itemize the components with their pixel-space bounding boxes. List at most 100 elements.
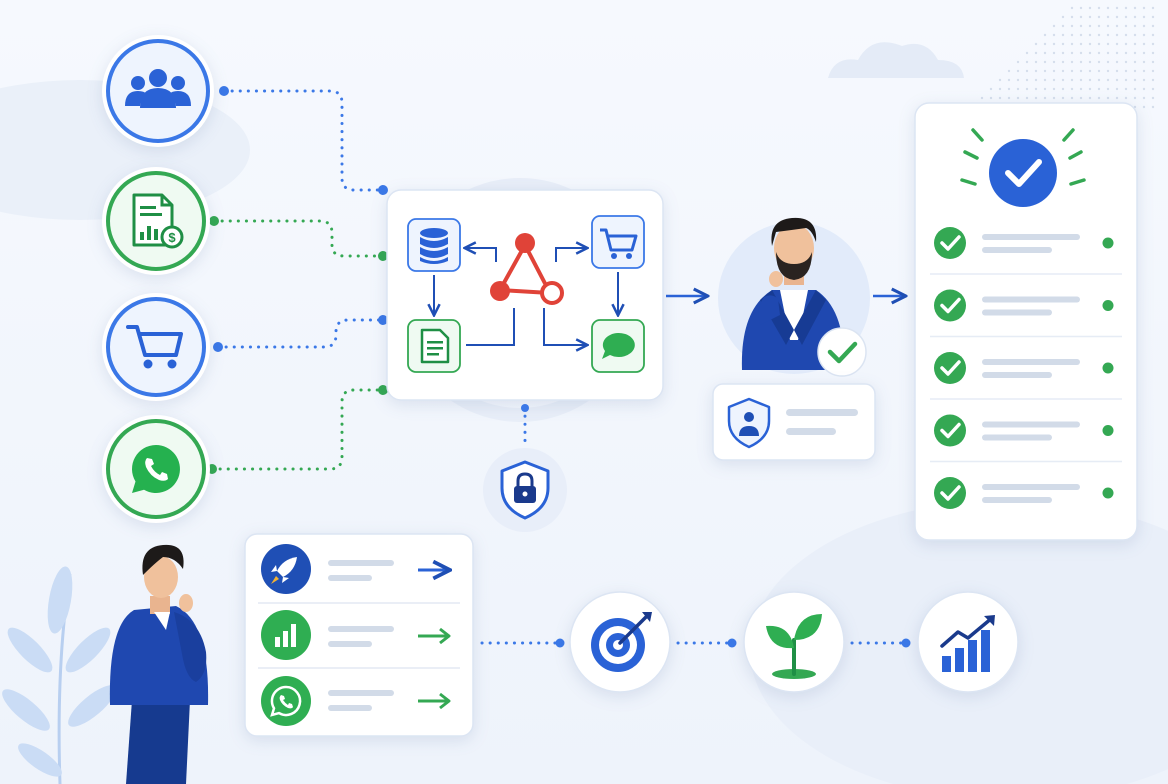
- grid-dot: [1016, 60, 1020, 64]
- grid-dot: [1151, 42, 1155, 46]
- check-icon: [934, 414, 966, 447]
- approved-badge: [817, 327, 867, 377]
- grid-dot: [1088, 24, 1092, 28]
- grid-dot: [1115, 60, 1119, 64]
- grid-dot: [1115, 33, 1119, 37]
- grid-dot: [1124, 15, 1128, 19]
- grid-dot: [1007, 96, 1011, 100]
- check-mark: [940, 360, 961, 376]
- placeholder-line: [982, 372, 1052, 378]
- grid-dot: [1061, 42, 1065, 46]
- sprout-icon: [766, 614, 822, 679]
- grid-dot: [1151, 6, 1155, 10]
- action-whatsapp: [261, 676, 451, 726]
- placeholder-line: [982, 296, 1080, 303]
- grid-dot: [1115, 87, 1119, 91]
- grid-dot: [1151, 24, 1155, 28]
- grid-dot: [1088, 15, 1092, 19]
- checklist-item: [930, 352, 1122, 400]
- grid-dot: [1079, 24, 1083, 28]
- source-users: [102, 35, 214, 147]
- checklist-items: [930, 227, 1122, 509]
- grid-dot: [1106, 51, 1110, 55]
- grid-dot: [1052, 24, 1056, 28]
- grid-dot: [1070, 60, 1074, 64]
- grid-dot: [1025, 96, 1029, 100]
- grid-dot: [1061, 51, 1065, 55]
- grid-dot: [980, 96, 984, 100]
- grid-dot: [1061, 60, 1065, 64]
- action-chart: [261, 610, 451, 660]
- grid-dot: [998, 87, 1002, 91]
- whatsapp-icon: [270, 685, 302, 717]
- grid-dot: [998, 78, 1002, 82]
- grid-dot: [1151, 60, 1155, 64]
- hub-arrows: [434, 248, 618, 345]
- hub-node-database: [407, 218, 461, 272]
- grid-dot: [1115, 42, 1119, 46]
- grid-dot: [1088, 33, 1092, 37]
- grid-dot: [1133, 60, 1137, 64]
- grid-dot: [1097, 96, 1101, 100]
- grid-dot: [1061, 15, 1065, 19]
- grid-dot: [1061, 96, 1065, 100]
- grid-dot: [1061, 87, 1065, 91]
- grid-dot: [1097, 33, 1101, 37]
- check-mark: [940, 422, 961, 439]
- placeholder-line: [982, 309, 1052, 316]
- thinker-figure: [2, 544, 209, 784]
- grid-dot: [1133, 24, 1137, 28]
- grid-dot: [1142, 87, 1146, 91]
- grid-dot: [1097, 51, 1101, 55]
- grid-dot: [1043, 42, 1047, 46]
- grid-dot: [1079, 42, 1083, 46]
- actions-panel: [244, 533, 474, 737]
- grid-dot: [1097, 42, 1101, 46]
- check-icon: [827, 341, 858, 364]
- grid-dot: [1142, 69, 1146, 73]
- hub-node-chat: [591, 319, 645, 373]
- grid-dot: [1079, 87, 1083, 91]
- grid-dot: [1088, 6, 1092, 10]
- grid-dot: [1079, 78, 1083, 82]
- hub-panel: [386, 189, 664, 401]
- grid-dot: [1043, 51, 1047, 55]
- grid-dot: [1088, 96, 1092, 100]
- whatsapp-icon: [131, 445, 180, 493]
- grid-dot: [1034, 60, 1038, 64]
- grid-dot: [1025, 78, 1029, 82]
- grid-dot: [1070, 15, 1074, 19]
- placeholder-line: [982, 234, 1080, 240]
- grid-dot: [1025, 51, 1029, 55]
- placeholder-line: [982, 421, 1080, 428]
- grid-dot: [998, 96, 1002, 100]
- invoice-icon: $: [132, 193, 184, 249]
- svg-text:$: $: [168, 230, 176, 245]
- grid-dot: [1070, 42, 1074, 46]
- grid-dot: [1043, 96, 1047, 100]
- placeholder-line: [982, 484, 1080, 490]
- grid-dot: [1133, 33, 1137, 37]
- grid-dot: [1070, 24, 1074, 28]
- grid-dot: [1061, 78, 1065, 82]
- grid-dot: [1115, 69, 1119, 73]
- grid-dot: [1079, 60, 1083, 64]
- document-icon: [420, 328, 450, 364]
- grid-dot: [1007, 69, 1011, 73]
- security-badge: [483, 448, 567, 532]
- check-mark: [940, 485, 961, 501]
- grid-dot: [1151, 87, 1155, 91]
- grid-dot: [989, 87, 993, 91]
- grid-dot: [1097, 60, 1101, 64]
- grid-dot: [1034, 42, 1038, 46]
- outcome-target: [569, 591, 671, 693]
- dot-grid: [980, 6, 1155, 109]
- grid-dot: [1124, 6, 1128, 10]
- grid-dot: [1016, 78, 1020, 82]
- grid-dot: [1124, 51, 1128, 55]
- grid-dot: [1106, 78, 1110, 82]
- grid-dot: [1016, 69, 1020, 73]
- grid-dot: [1115, 24, 1119, 28]
- users-icon: [125, 69, 191, 108]
- grid-dot: [1007, 78, 1011, 82]
